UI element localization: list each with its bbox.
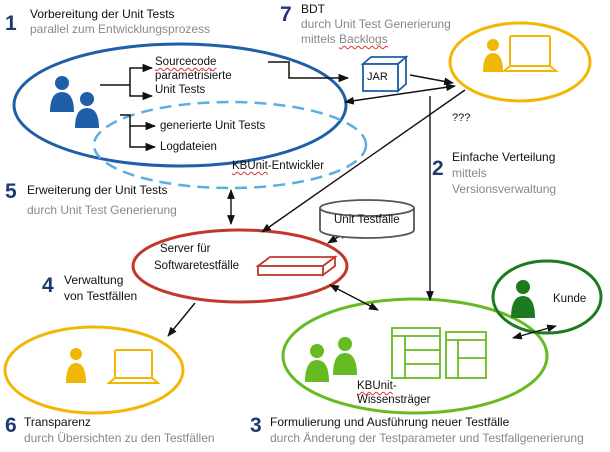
person-icon <box>333 337 357 375</box>
developer-suffix: -Entwickler <box>267 160 325 172</box>
step-7-subtitle-line1: durch Unit Test Generierung <box>301 17 451 31</box>
generated-tests-label: generierte Unit Tests <box>160 120 266 132</box>
step-2-number: 2 <box>432 157 444 180</box>
person-icon <box>75 92 99 128</box>
person-icon <box>305 344 329 382</box>
knowledge-ellipse <box>281 297 549 415</box>
step-7-number: 7 <box>280 3 292 26</box>
parametrized-label-line2: Unit Tests <box>155 84 206 96</box>
bdt-ellipse <box>448 21 592 103</box>
sourcecode-word: Sourcecode <box>155 56 217 68</box>
sourcecode-label: Sourcecode <box>155 55 216 69</box>
step-1-subtitle: parallel zum Entwicklungsprozess <box>30 22 211 36</box>
person-icon <box>50 76 74 112</box>
laptop-icon <box>501 35 559 72</box>
server-label-line1: Server für <box>160 243 211 255</box>
person-icon <box>511 280 535 318</box>
transparency-ellipse <box>3 325 185 415</box>
step-3-title: Formulierung und Ausführung neuer Testfä… <box>270 415 510 429</box>
person-icon <box>483 39 503 72</box>
window-icon <box>391 327 441 379</box>
step-7-subtitle-line2: mittels Backlogs <box>301 32 388 47</box>
step-3-subtitle: durch Änderung der Testparameter und Tes… <box>270 431 584 445</box>
step-7-backlogs-word: Backlogs <box>339 32 388 46</box>
server-ellipse <box>131 228 349 304</box>
step-4-number: 4 <box>42 274 54 297</box>
customer-label: Kunde <box>553 293 587 305</box>
kbunit-word: KBUnit <box>232 160 268 172</box>
step-7-subtitle-prefix: mittels <box>301 32 340 46</box>
step-4-title-line2: von Testfällen <box>64 289 138 303</box>
person-icon <box>66 348 86 383</box>
window-icon <box>445 331 487 379</box>
testcases-db-label: Unit Testfälle <box>334 214 400 226</box>
step-1-title: Vorbereitung der Unit Tests <box>30 7 175 21</box>
step-2-subtitle-line2: Versionsverwaltung <box>452 182 557 196</box>
knowledge-suffix: - <box>392 380 397 392</box>
developer-ellipse <box>12 42 348 168</box>
knowledge-kbunit-word: KBUnit <box>357 380 393 392</box>
step-6-number: 6 <box>5 414 17 437</box>
step-7-title: BDT <box>301 2 325 16</box>
step-2-title: Einfache Verteilung <box>452 150 556 164</box>
laptop-icon <box>106 349 161 384</box>
step-5-number: 5 <box>5 180 17 203</box>
knowledge-label-line2: Wissensträger <box>357 394 431 406</box>
server-label-line2: Softwaretestfälle <box>154 260 240 272</box>
parametrized-label-line1: parametrisierte <box>155 70 232 82</box>
knowledge-label-line1: KBUnit- <box>357 379 397 393</box>
step-6-title: Transparenz <box>24 415 91 429</box>
logfiles-label: Logdateien <box>160 141 217 153</box>
step-2-subtitle-line1: mittels <box>452 166 487 180</box>
kbunit-developer-dashed-ellipse <box>92 100 368 190</box>
database-icon <box>319 199 415 239</box>
kbunit-developer-label: KBUnit-Entwickler <box>232 159 324 173</box>
jar-label: JAR <box>367 71 388 83</box>
step-3-number: 3 <box>250 414 262 437</box>
step-5-subtitle: durch Unit Test Generierung <box>27 203 177 217</box>
step-4-title-line1: Verwaltung <box>64 273 124 287</box>
server-box-icon <box>255 255 338 277</box>
step-1-number: 1 <box>5 12 17 35</box>
unknown-label: ??? <box>452 112 471 124</box>
step-5-title: Erweiterung der Unit Tests <box>27 183 168 197</box>
step-6-subtitle: durch Übersichten zu den Testfällen <box>24 431 215 445</box>
